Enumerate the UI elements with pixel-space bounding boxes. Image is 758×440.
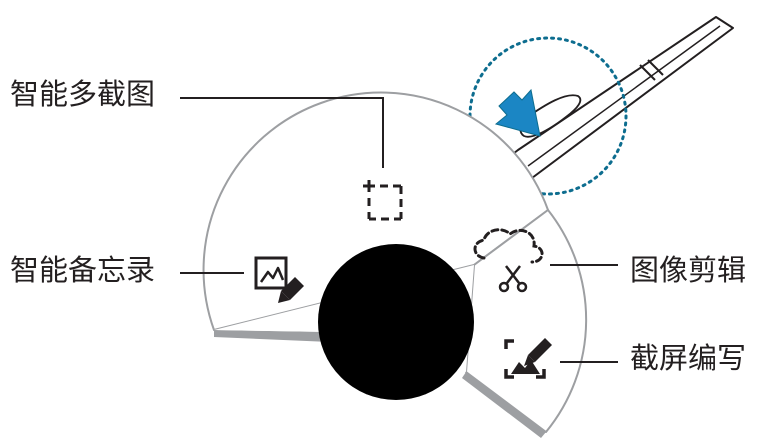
callout-smart-memo: 智能备忘录: [10, 256, 155, 285]
callout-image-clip: 图像剪辑: [630, 256, 746, 285]
callout-screen-write: 截屏编写: [630, 344, 746, 373]
menu-shadow: [214, 330, 330, 342]
callout-smart-multi-capture: 智能多截图: [10, 80, 155, 109]
blue-arrow-icon: [496, 90, 540, 136]
center-button[interactable]: [318, 244, 474, 400]
